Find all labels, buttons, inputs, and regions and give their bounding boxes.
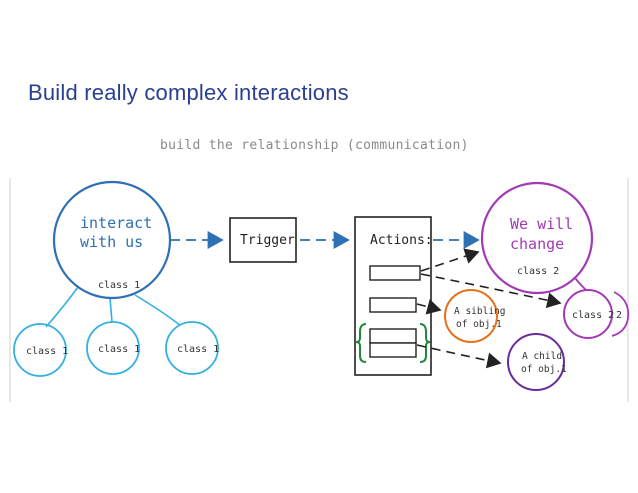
class2-partial-label: 2: [616, 310, 622, 321]
change-label-line2: change: [510, 235, 564, 253]
actions-label: Actions:: [370, 233, 433, 248]
child-node-1: class 1: [13, 323, 68, 377]
page-title: Build really complex interactions: [28, 80, 349, 105]
action-slot-3: [369, 328, 417, 344]
diagram-subtitle: build the relationship (communication): [160, 138, 469, 153]
class2-node: 2 class 2: [563, 289, 630, 339]
class2-label: class 2: [572, 310, 614, 321]
trigger-box: Trigger: [229, 217, 297, 263]
action-arrows: [416, 248, 562, 369]
change-label-line1: We will: [510, 215, 573, 233]
brace-left: [355, 323, 367, 363]
child-node-2: class 1: [86, 321, 140, 375]
interact-label-line2: with us: [80, 233, 143, 251]
sibling-label-line2: of obj.1: [456, 319, 502, 330]
interact-label-line1: interact: [80, 214, 152, 232]
child-label: class 1: [26, 346, 68, 357]
child-label: class 1: [177, 344, 219, 355]
interact-class-label: class 1: [98, 280, 140, 291]
child-connectors: [45, 286, 181, 328]
interact-node: interact with us class 1: [52, 180, 172, 300]
child-of-obj-label-line2: of obj.1: [521, 364, 567, 375]
sibling-node: A sibling of obj.1: [444, 289, 505, 343]
action-slot-4: [369, 342, 417, 358]
actions-box: Actions:: [354, 216, 433, 376]
child-of-obj-label-line1: A child: [522, 351, 562, 362]
action-slot-2: [369, 297, 417, 313]
child-label: class 1: [98, 344, 140, 355]
trigger-label: Trigger: [240, 233, 295, 248]
sibling-label-line1: A sibling: [454, 306, 505, 317]
child-of-obj-node: A child of obj.1: [507, 333, 567, 391]
brace-right: [419, 323, 431, 363]
child-node-3: class 1: [165, 321, 219, 375]
action-slot-1: [369, 265, 421, 281]
change-class-label: class 2: [517, 266, 559, 277]
change-node: We will change class 2: [480, 181, 594, 295]
